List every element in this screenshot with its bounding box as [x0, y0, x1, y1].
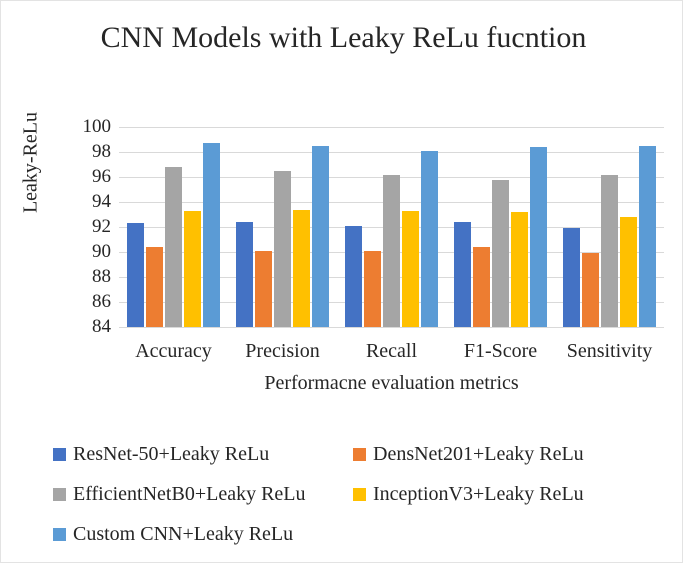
bar[interactable]	[255, 250, 272, 327]
legend-row: Custom CNN+Leaky ReLu	[53, 519, 653, 559]
legend-item[interactable]: DensNet201+Leaky ReLu	[353, 439, 584, 469]
bar[interactable]	[582, 253, 599, 327]
y-axis-tick-label: 84	[92, 316, 111, 337]
legend-item[interactable]: InceptionV3+Leaky ReLu	[353, 479, 584, 509]
legend-label: EfficientNetB0+Leaky ReLu	[73, 483, 306, 505]
chart-title: CNN Models with Leaky ReLu fucntion	[100, 21, 587, 54]
x-axis-tick-label: Sensitivity	[566, 340, 653, 362]
bar-group	[555, 127, 664, 327]
bar[interactable]	[293, 209, 310, 327]
bar[interactable]	[473, 247, 490, 327]
bar[interactable]	[601, 174, 618, 327]
legend-swatch-icon	[53, 487, 66, 501]
x-axis-title: Performacne evaluation metrics	[264, 372, 519, 394]
bar[interactable]	[454, 222, 471, 327]
bar[interactable]	[312, 145, 329, 327]
y-axis-tick-label: 86	[92, 291, 111, 312]
legend-row: EfficientNetB0+Leaky ReLu InceptionV3+Lea…	[53, 479, 653, 519]
bar[interactable]	[511, 212, 528, 327]
legend-swatch-icon	[353, 487, 366, 501]
y-axis-tick-label: 90	[92, 241, 111, 262]
legend-item[interactable]: Custom CNN+Leaky ReLu	[53, 519, 293, 549]
legend-item[interactable]: EfficientNetB0+Leaky ReLu	[53, 479, 306, 509]
plot-area	[119, 127, 664, 328]
bar[interactable]	[563, 228, 580, 327]
legend-label: Custom CNN+Leaky ReLu	[73, 523, 294, 545]
legend-swatch-icon	[53, 447, 66, 461]
gridline	[119, 152, 664, 153]
legend-row: ResNet-50+Leaky ReLu DensNet201+Leaky ReL…	[53, 439, 653, 479]
y-axis-tick-label: 98	[92, 141, 111, 162]
bar[interactable]	[402, 210, 419, 327]
y-axis-tick-label: 92	[92, 216, 111, 237]
chart-legend: ResNet-50+Leaky ReLu DensNet201+Leaky ReL…	[53, 439, 653, 559]
bar[interactable]	[492, 179, 509, 327]
bar[interactable]	[620, 217, 637, 327]
x-axis-tick-label: F1-Score	[463, 340, 538, 362]
x-axis-tick-label: Accuracy	[135, 340, 212, 362]
bar[interactable]	[364, 250, 381, 327]
bar[interactable]	[421, 150, 438, 327]
y-axis-tick-label: 88	[92, 266, 111, 287]
bar[interactable]	[184, 210, 201, 327]
bar-group	[119, 127, 228, 327]
bar[interactable]	[274, 170, 291, 327]
legend-item[interactable]: ResNet-50+Leaky ReLu	[53, 439, 269, 469]
bar-group	[446, 127, 555, 327]
bar[interactable]	[203, 143, 220, 327]
legend-label: ResNet-50+Leaky ReLu	[73, 443, 270, 465]
y-axis-title: Leaky-ReLu	[19, 111, 42, 214]
legend-swatch-icon	[353, 447, 366, 461]
bar[interactable]	[530, 147, 547, 327]
x-axis-tick-label: Precision	[245, 340, 320, 362]
bar[interactable]	[127, 223, 144, 327]
legend-label: DensNet201+Leaky ReLu	[373, 443, 584, 465]
gridline	[119, 127, 664, 128]
bar[interactable]	[236, 222, 253, 327]
bar[interactable]	[165, 167, 182, 327]
bar-group	[337, 127, 446, 327]
y-axis-tick-label: 96	[92, 166, 111, 187]
y-axis-ticks: 100 98 96 94 92 90 88 86 84	[49, 117, 112, 336]
legend-label: InceptionV3+Leaky ReLu	[373, 483, 584, 505]
x-axis-line	[119, 327, 664, 328]
bar[interactable]	[383, 174, 400, 327]
bar-group	[228, 127, 337, 327]
y-axis-tick-label: 94	[92, 191, 111, 212]
bar[interactable]	[345, 225, 362, 327]
x-axis-tick-label: Recall	[365, 340, 418, 362]
bar[interactable]	[639, 145, 656, 327]
legend-swatch-icon	[53, 527, 66, 541]
x-axis-ticks: Accuracy Precision Recall F1-Score Sensitivi…	[119, 338, 664, 366]
y-axis-tick-label: 100	[82, 116, 112, 137]
bar[interactable]	[146, 247, 163, 327]
